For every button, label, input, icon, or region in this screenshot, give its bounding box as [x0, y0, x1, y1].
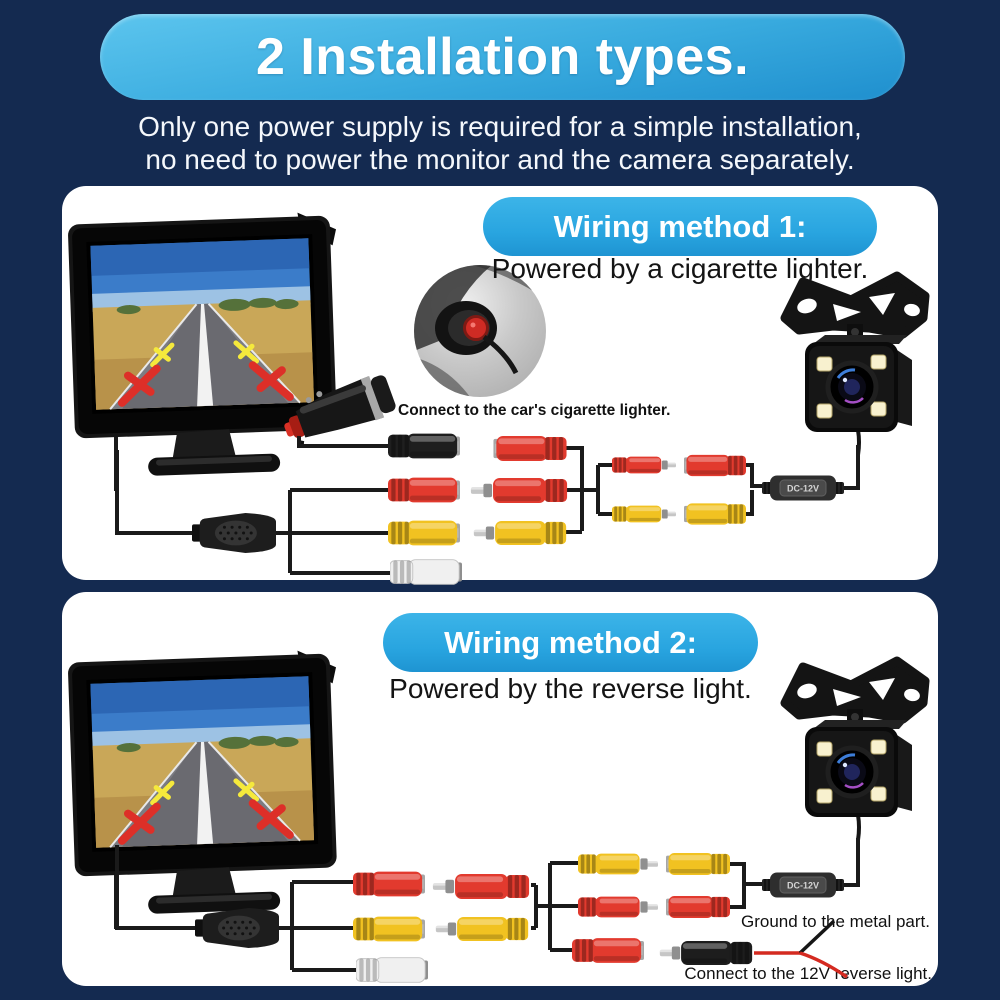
wiring-method-1-label: Wiring method 1:	[553, 208, 807, 244]
monitor-graphic	[68, 212, 337, 491]
cigarette-lighter-plug-graphic	[284, 375, 396, 446]
monitor-screen-road-scene	[90, 238, 315, 410]
page-title: 2 Installation types.	[255, 28, 750, 86]
camera-led-lights	[816, 739, 887, 804]
wiring-method-2-label: Wiring method 2:	[444, 624, 697, 660]
parking-guideline-red	[117, 361, 294, 407]
ground-annotation: Ground to the metal part.	[741, 912, 930, 931]
backup-camera-graphic	[780, 656, 930, 840]
reverse-light-annotation: Connect to the 12V reverse light.	[684, 964, 932, 983]
camera-lens	[825, 360, 879, 414]
cigarette-lighter-annotation: Connect to the car's cigarette lighter.	[398, 402, 671, 419]
monitor-screen-road-scene	[90, 676, 315, 848]
monitor-graphic	[68, 650, 337, 929]
parking-guideline-yellow	[150, 778, 260, 806]
subtitle: Only one power supply is required for a …	[0, 110, 1000, 176]
camera-bracket	[780, 656, 930, 724]
method-2-description: Powered by the reverse light.	[389, 673, 752, 704]
camera-led-lights	[816, 354, 887, 419]
title-banner: 2 Installation types.	[100, 14, 905, 100]
backup-camera-graphic	[780, 271, 930, 455]
camera-body	[805, 335, 912, 432]
parking-guideline-red	[117, 799, 294, 845]
camera-body	[805, 720, 912, 817]
camera-bracket	[780, 271, 930, 339]
wiring-method-2-panel: Wiring method 2: Powered by the reverse …	[62, 592, 938, 986]
subtitle-line1: Only one power supply is required for a …	[138, 111, 862, 142]
subtitle-line2: no need to power the monitor and the cam…	[145, 144, 855, 175]
camera-lens	[825, 745, 879, 799]
wiring-method-1-panel: Wiring method 1: Powered by a cigarette …	[62, 186, 938, 580]
wiring-method-2-pill: Wiring method 2:	[383, 613, 758, 672]
parking-guideline-yellow	[150, 340, 260, 368]
wiring-method-1-pill: Wiring method 1:	[483, 197, 877, 256]
